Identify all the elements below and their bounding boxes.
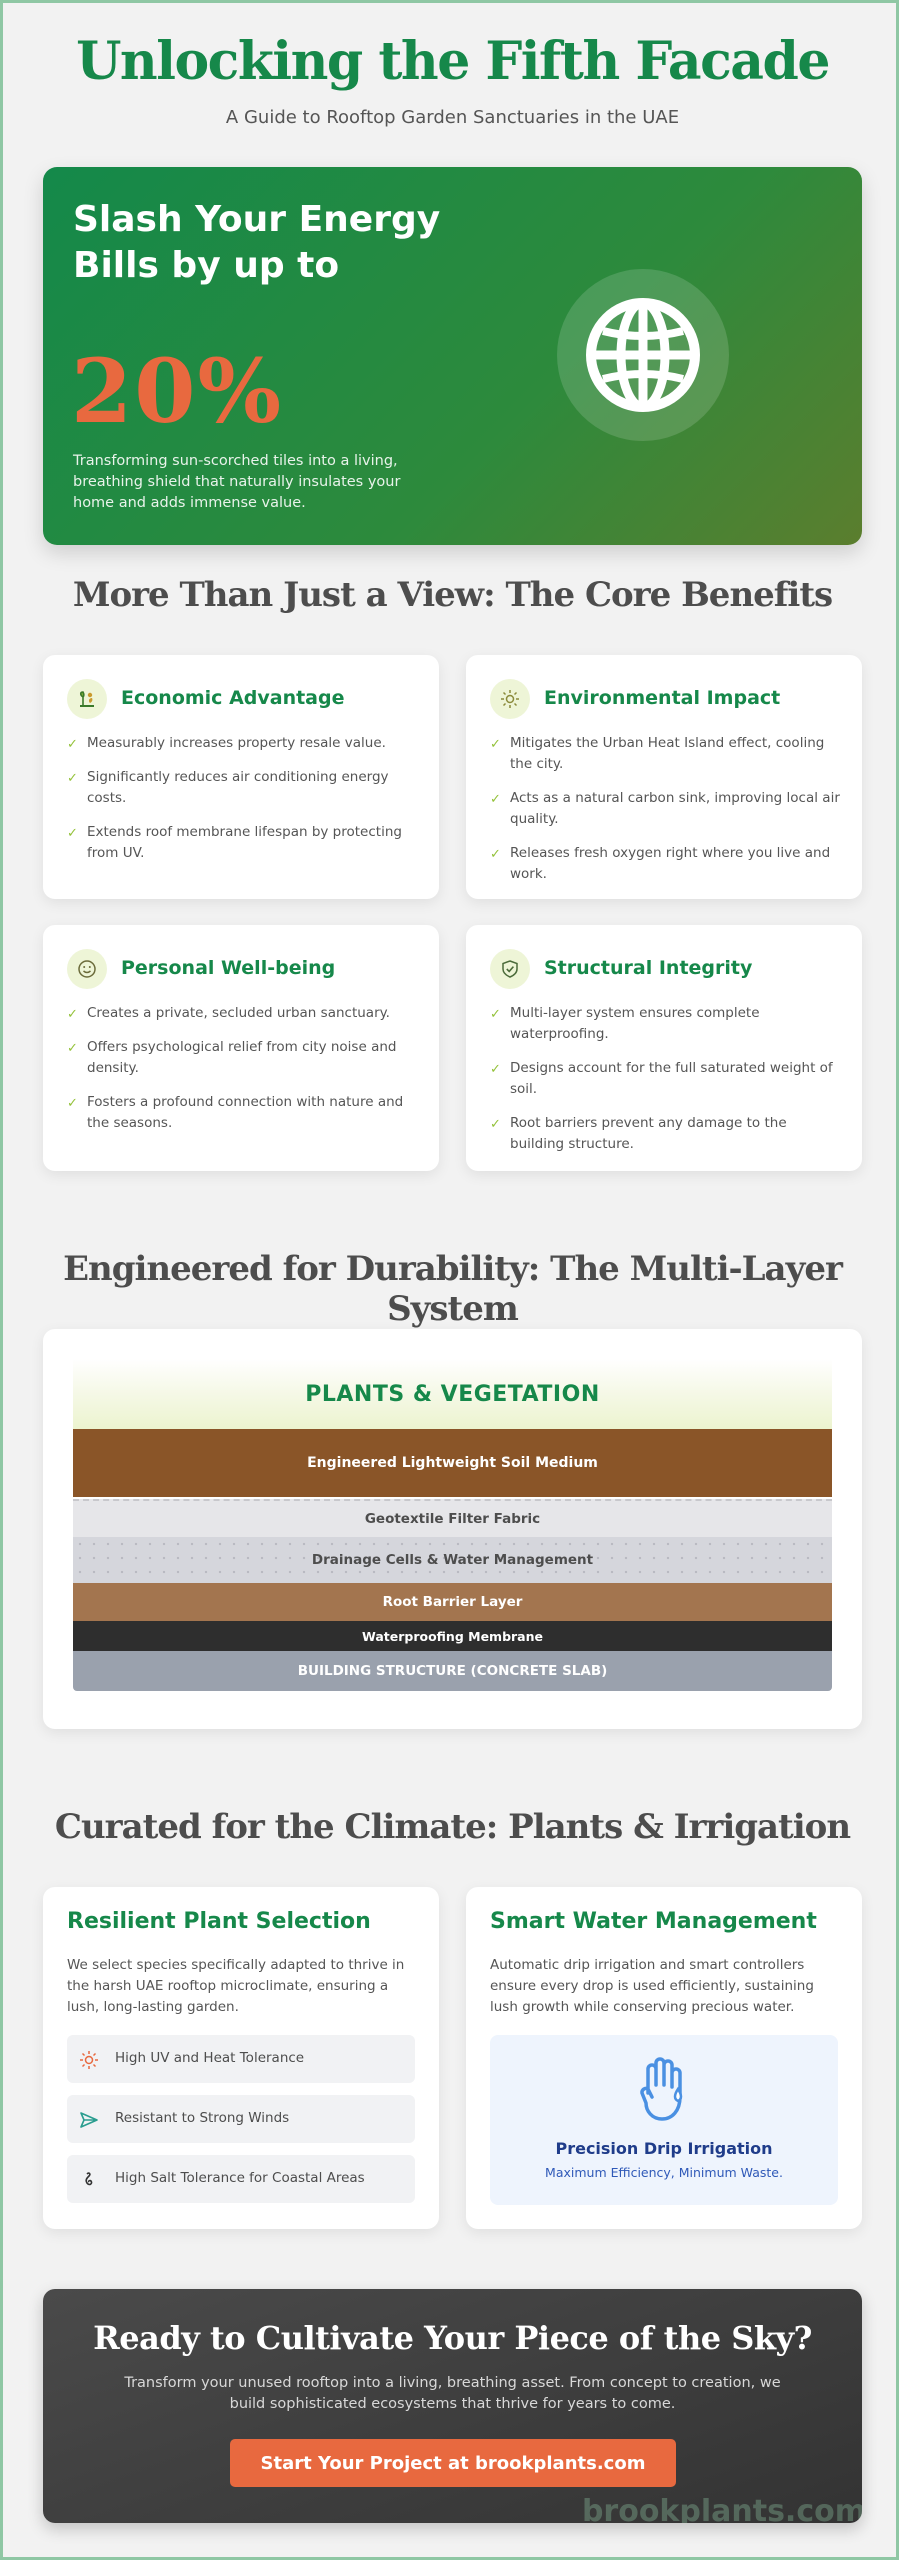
feature-uv-tolerance: High UV and Heat Tolerance	[67, 2035, 415, 2083]
feature-label: High Salt Tolerance for Coastal Areas	[115, 2170, 365, 2186]
card-title: Economic Advantage	[121, 687, 345, 709]
benefit-card-environmental: Environmental Impact ✓Mitigates the Urba…	[466, 655, 862, 899]
check-icon: ✓	[67, 826, 78, 841]
feature-label: High UV and Heat Tolerance	[115, 2050, 305, 2066]
layer-building-structure: BUILDING STRUCTURE (CONCRETE SLAB)	[73, 1651, 832, 1691]
globe-icon-badge	[557, 269, 729, 441]
hero-percentage: 20%	[71, 339, 284, 443]
feature-label: Resistant to Strong Winds	[115, 2110, 290, 2126]
list-item: ✓Multi-layer system ensures complete wat…	[490, 1005, 760, 1042]
benefit-card-structural: Structural Integrity ✓Multi-layer system…	[466, 925, 862, 1171]
send-icon	[80, 2112, 98, 2128]
list-item: ✓Releases fresh oxygen right where you l…	[490, 845, 831, 882]
smile-icon	[78, 960, 96, 978]
layers-section-title: Engineered for Durability: The Multi-Lay…	[63, 1249, 843, 1329]
check-icon: ✓	[490, 1117, 501, 1132]
check-icon: ✓	[67, 771, 78, 786]
list-item: ✓Fosters a profound connection with natu…	[67, 1094, 404, 1131]
list-item: ✓Significantly reduces air conditioning …	[67, 769, 389, 806]
benefit-list: ✓Multi-layer system ensures complete wat…	[490, 1003, 840, 1168]
benefit-list: ✓Creates a private, secluded urban sanct…	[67, 1003, 417, 1147]
check-icon: ✓	[490, 847, 501, 862]
check-icon: ✓	[490, 737, 501, 752]
water-management-card: Smart Water Management Automatic drip ir…	[466, 1887, 862, 2229]
globe-icon	[586, 298, 700, 412]
start-project-button[interactable]: Start Your Project at brookplants.com	[230, 2439, 676, 2487]
list-item: ✓Root barriers prevent any damage to the…	[490, 1115, 787, 1152]
layer-waterproofing: Waterproofing Membrane	[73, 1621, 832, 1651]
list-item: ✓Extends roof membrane lifespan by prote…	[67, 824, 402, 861]
climate-section-title: Curated for the Climate: Plants & Irriga…	[54, 1807, 851, 1847]
plant-selection-card: Resilient Plant Selection We select spec…	[43, 1887, 439, 2229]
page-title: Unlocking the Fifth Facade	[76, 31, 830, 92]
drip-subtitle: Maximum Efficiency, Minimum Waste.	[545, 2165, 783, 2180]
benefits-section-title: More Than Just a View: The Core Benefits	[72, 575, 833, 615]
shield-check-icon	[502, 960, 518, 978]
shield-check-icon-badge	[490, 949, 530, 989]
hand-water-icon	[640, 2057, 683, 2121]
feature-wind-resistance: Resistant to Strong Winds	[67, 2095, 415, 2143]
benefit-list: ✓Measurably increases property resale va…	[67, 733, 417, 877]
list-item: ✓Measurably increases property resale va…	[67, 733, 417, 754]
list-item: ✓Mitigates the Urban Heat Island effect,…	[490, 735, 825, 772]
list-item: ✓Acts as a natural carbon sink, improvin…	[490, 790, 840, 827]
hero-heading: Slash Your Energy Bills by up to	[73, 199, 441, 286]
benefit-card-wellbeing: Personal Well-being ✓Creates a private, …	[43, 925, 439, 1171]
benefit-list: ✓Mitigates the Urban Heat Island effect,…	[490, 733, 840, 898]
check-icon: ✓	[490, 1062, 501, 1077]
layer-geotextile: Geotextile Filter Fabric	[73, 1499, 832, 1537]
card-title: Structural Integrity	[544, 957, 753, 979]
feature-salt-tolerance: High Salt Tolerance for Coastal Areas	[67, 2155, 415, 2203]
money-plant-icon	[79, 691, 94, 707]
card-title: Environmental Impact	[544, 687, 781, 709]
check-icon: ✓	[67, 1096, 78, 1111]
cta-description: Transform your unused rooftop into a liv…	[124, 2375, 781, 2412]
card-description: Automatic drip irrigation and smart cont…	[490, 1957, 814, 2015]
salt-icon	[85, 2172, 93, 2186]
benefit-card-economic: Economic Advantage ✓Measurably increases…	[43, 655, 439, 899]
layer-root-barrier: Root Barrier Layer	[73, 1583, 832, 1621]
hero-description: Transforming sun-scorched tiles into a l…	[73, 453, 401, 511]
money-plant-icon-badge	[67, 679, 107, 719]
sun-icon	[80, 2051, 98, 2069]
sun-icon-badge	[490, 679, 530, 719]
check-icon: ✓	[67, 1041, 78, 1056]
card-title: Personal Well-being	[121, 957, 336, 979]
list-item: ✓Offers psychological relief from city n…	[67, 1039, 397, 1076]
check-icon: ✓	[67, 1007, 78, 1022]
smile-icon-badge	[67, 949, 107, 989]
roof-layers-diagram: PLANTS & VEGETATION Engineered Lightweig…	[43, 1329, 862, 1729]
check-icon: ✓	[67, 737, 78, 752]
layer-plants: PLANTS & VEGETATION	[73, 1359, 832, 1429]
card-title: Resilient Plant Selection	[67, 1909, 371, 1934]
sun-icon	[501, 690, 519, 708]
card-description: We select species specifically adapted t…	[67, 1957, 405, 2015]
drip-irrigation-box: Precision Drip Irrigation Maximum Effici…	[490, 2035, 838, 2205]
check-icon: ✓	[490, 792, 501, 807]
check-icon: ✓	[490, 1007, 501, 1022]
cta-title: Ready to Cultivate Your Piece of the Sky…	[93, 2319, 812, 2357]
brand-watermark: brookplants.com	[581, 2494, 862, 2523]
list-item: ✓Designs account for the full saturated …	[490, 1060, 833, 1097]
card-title: Smart Water Management	[490, 1909, 817, 1934]
layer-soil: Engineered Lightweight Soil Medium	[73, 1429, 832, 1497]
drip-title: Precision Drip Irrigation	[555, 2139, 773, 2158]
list-item: ✓Creates a private, secluded urban sanct…	[67, 1003, 417, 1024]
page-subtitle: A Guide to Rooftop Garden Sanctuaries in…	[225, 107, 680, 128]
hero-banner: Slash Your Energy Bills by up to 20% Tra…	[43, 167, 862, 545]
layer-drainage: Drainage Cells & Water Management	[73, 1537, 832, 1583]
cta-banner: Ready to Cultivate Your Piece of the Sky…	[43, 2289, 862, 2523]
